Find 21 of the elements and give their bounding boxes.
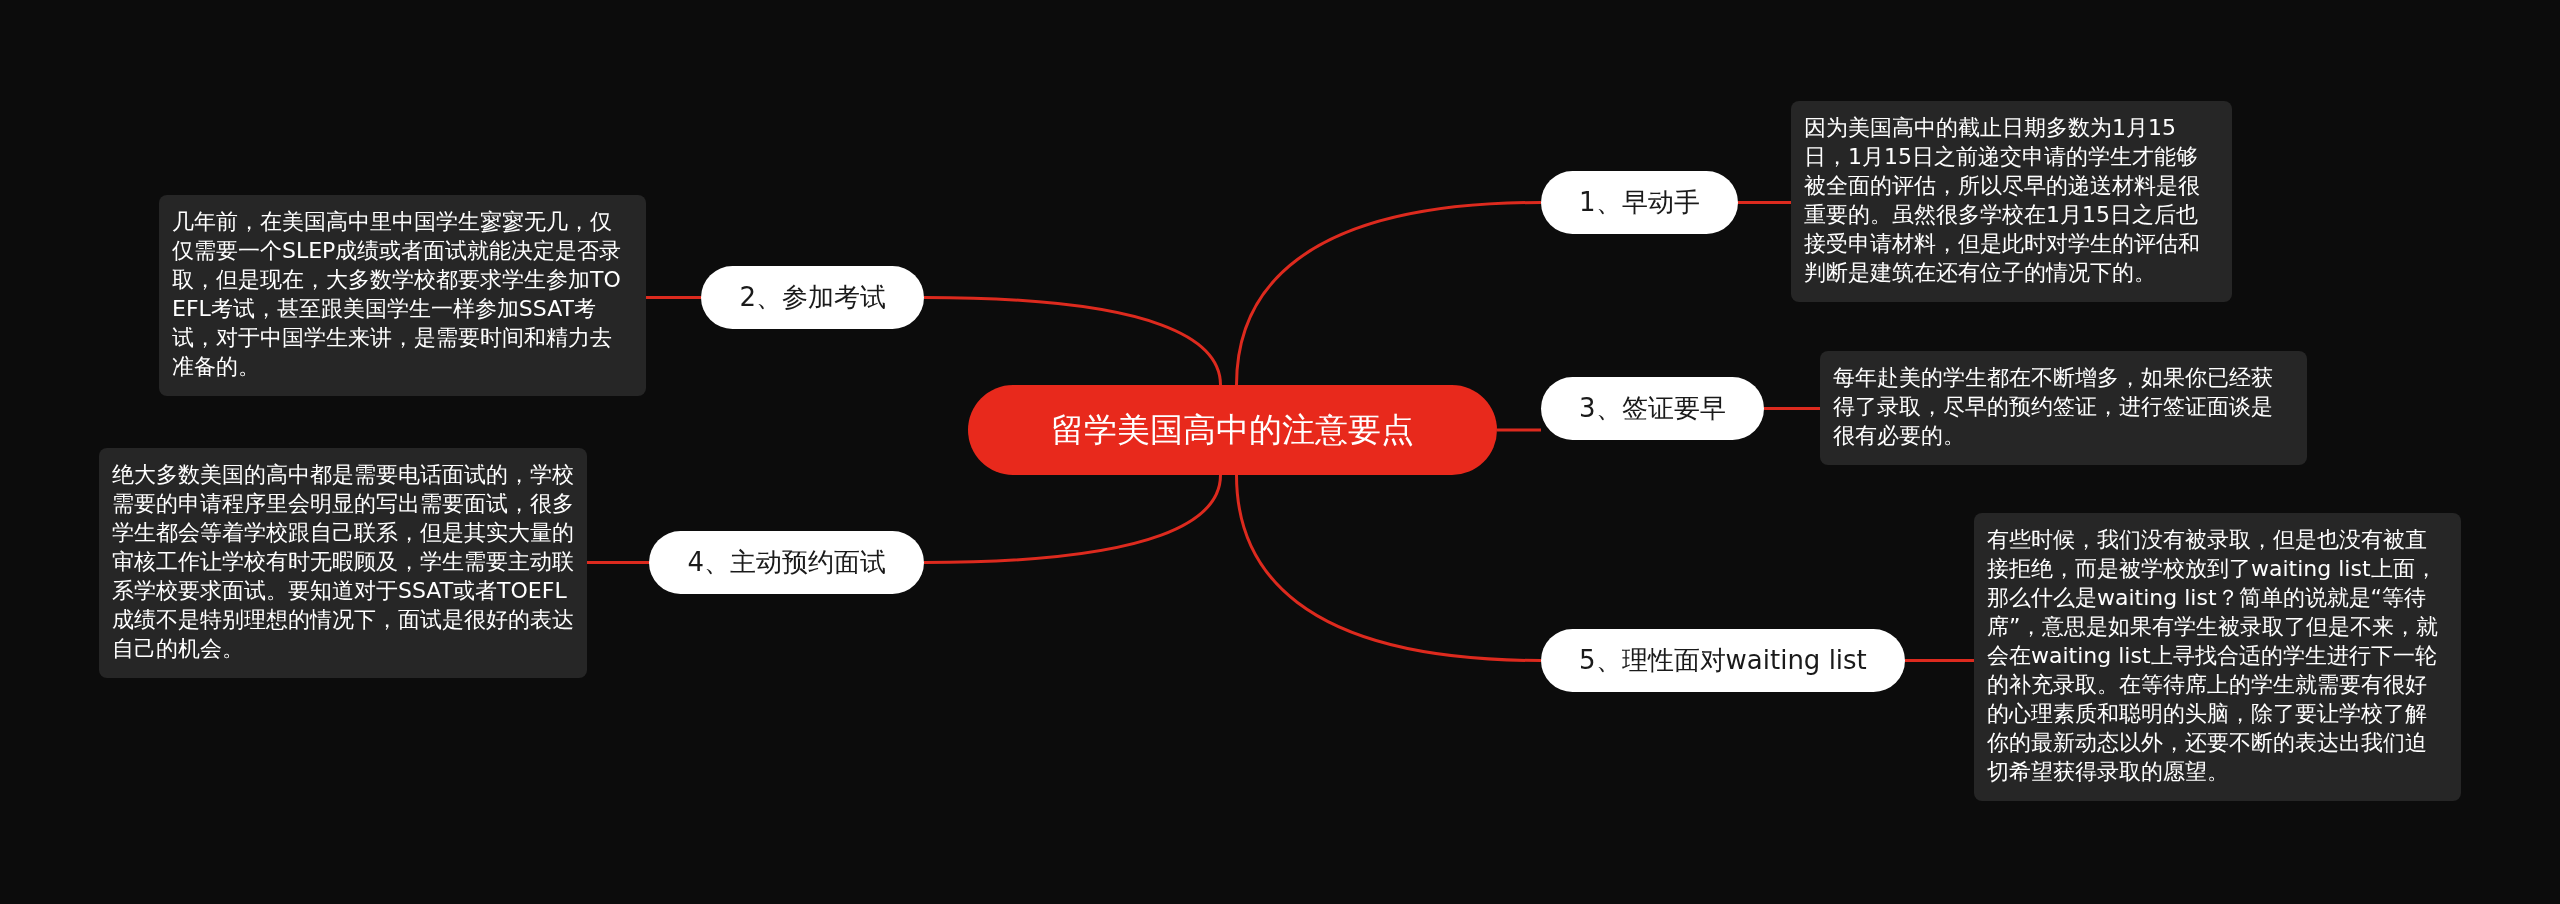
- connector-line: [1737, 201, 1791, 204]
- subtopic-label: 5、理性面对waiting list: [1541, 629, 1905, 692]
- connector-line: [1497, 428, 1541, 432]
- connector-line: [1904, 659, 1974, 662]
- subtopic-label: 2、参加考试: [701, 266, 924, 329]
- subtopic-label: 4、主动预约面试: [649, 531, 924, 594]
- connector-line: [1763, 407, 1820, 410]
- connector-line: [923, 296, 1222, 386]
- connector-line: [1235, 474, 1542, 662]
- subtopic-label: 3、签证要早: [1541, 377, 1764, 440]
- note-card: 因为美国高中的截止日期多数为1月15日，1月15日之前递交申请的学生才能够被全面的评估，所以尽早的递送材料是很重要的。虽然很多学校在1月15日之后也接受申请材料，但是此时对学生的评估和判断是建筑在还有位子的情况下的。: [1791, 101, 2232, 302]
- connector-line: [1235, 201, 1542, 386]
- note-card: 每年赴美的学生都在不断增多，如果你已经获得了录取，尽早的预约签证，进行签证面谈是很有必要的。: [1820, 351, 2307, 465]
- note-card: 绝大多数美国的高中都是需要电话面试的，学校需要的申请程序里会明显的写出需要面试，很多学生都会等着学校跟自己联系，但是其实大量的审核工作让学校有时无暇顾及，学生需要主动联系学校要求面试。要知道对于SSAT或者TOEFL成绩不是特别理想的情况下，面试是很好的表达自己的机会。: [99, 448, 587, 678]
- central-topic: 留学美国高中的注意要点: [968, 385, 1497, 475]
- connector-line: [923, 474, 1222, 564]
- note-card: 有些时候，我们没有被录取，但是也没有被直接拒绝，而是被学校放到了waiting list上面，那么什么是waiting list？简单的说就是“等待席”，意思是如果有学生被录取了但是不来，就会在waiting list上寻找合适的学生进行下一轮的补充录取。在等待席上的学生就需要有很好的心理素质和聪明的头脑，除了要让学校了解你的最新动态以外，还要不断的表达出我们迫切希望获得录取的愿望。: [1974, 513, 2461, 801]
- subtopic-label: 1、早动手: [1541, 171, 1738, 234]
- connector-line: [587, 561, 650, 564]
- note-card: 几年前，在美国高中里中国学生寥寥无几，仅仅需要一个SLEP成绩或者面试就能决定是否录取，但是现在，大多数学校都要求学生参加TOEFL考试，甚至跟美国学生一样参加SSAT考试，对于中国学生来讲，是需要时间和精力去准备的。: [159, 195, 646, 396]
- connector-line: [646, 296, 702, 299]
